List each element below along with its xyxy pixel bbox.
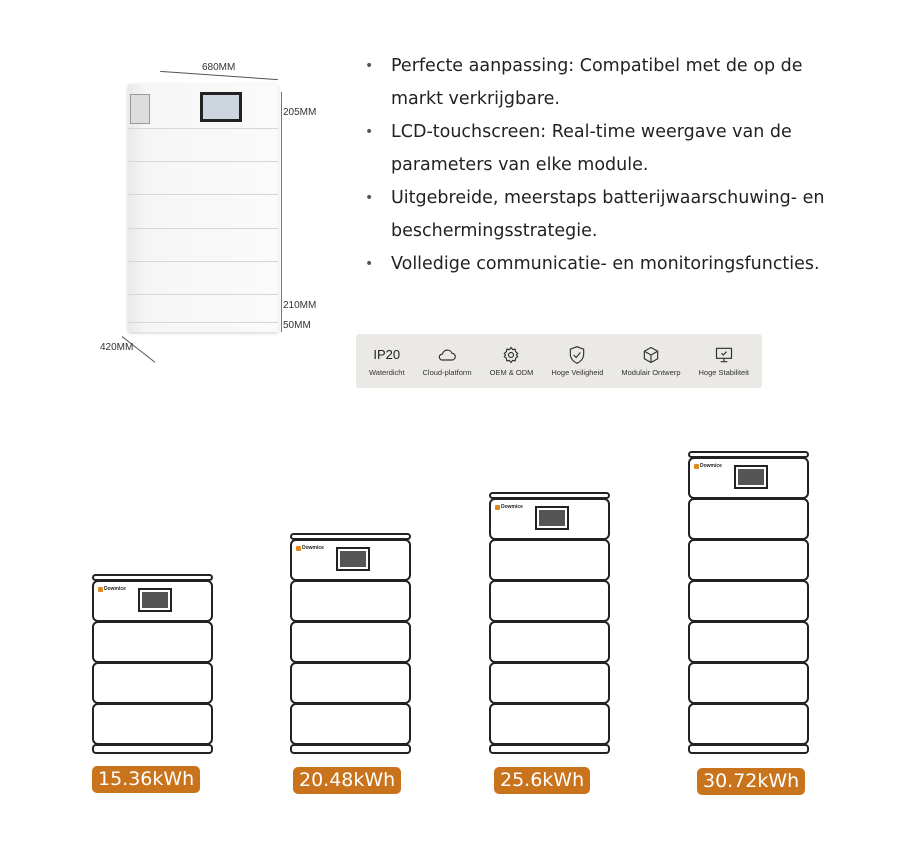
badge-safety: Hoge Veiligheid xyxy=(551,345,603,377)
battery-module xyxy=(489,703,610,745)
feature-item: LCD-touchscreen: Real-time weergave van … xyxy=(365,116,845,182)
cloud-icon xyxy=(438,349,456,361)
cube-icon xyxy=(643,346,659,364)
battery-module xyxy=(489,539,610,581)
badge-oem: OEM & ODM xyxy=(490,345,533,377)
battery-stack: Dowmice xyxy=(290,533,411,754)
base xyxy=(290,744,411,754)
base xyxy=(489,744,610,754)
battery-module xyxy=(92,703,213,745)
battery-module xyxy=(688,662,809,704)
battery-module xyxy=(290,580,411,622)
battery-module xyxy=(290,662,411,704)
battery-module xyxy=(92,662,213,704)
feature-list: Perfecte aanpassing: Compatibel met de o… xyxy=(365,50,845,281)
control-module: Dowmice xyxy=(290,539,411,581)
module-height-label: 210MM xyxy=(283,300,317,311)
shield-check-icon xyxy=(570,346,585,364)
battery-module xyxy=(688,580,809,622)
monitor-check-icon xyxy=(715,347,732,363)
gear-icon xyxy=(504,346,519,364)
battery-module xyxy=(290,703,411,745)
battery-module xyxy=(688,621,809,663)
battery-stack: Dowmice xyxy=(688,451,809,754)
top-module-height-label: 205MM xyxy=(283,107,317,118)
battery-stack: Dowmice xyxy=(489,492,610,754)
battery-module xyxy=(92,621,213,663)
feature-item: Volledige communicatie- en monitoringsfu… xyxy=(365,248,845,281)
height-dimension-line xyxy=(281,92,282,332)
capacity-label: 15.36kWh xyxy=(92,766,201,793)
brand-logo: Dowmice xyxy=(495,504,523,510)
battery-module xyxy=(290,621,411,663)
depth-label: 420MM xyxy=(100,342,134,353)
base xyxy=(688,744,809,754)
badge-stability: Hoge Stabiliteit xyxy=(699,345,749,377)
badge-cloud: Cloud-platform xyxy=(422,345,472,377)
base-height-label: 50MM xyxy=(283,320,311,331)
lcd-screen xyxy=(336,547,370,571)
capacity-label: 25.6kWh xyxy=(494,767,591,795)
battery-module xyxy=(489,580,610,622)
brand-logo: Dowmice xyxy=(296,545,324,551)
feature-item: Uitgebreide, meerstaps batterijwaarschuw… xyxy=(365,182,845,248)
feature-item: Perfecte aanpassing: Compatibel met de o… xyxy=(365,50,845,116)
battery-module xyxy=(688,539,809,581)
brand-logo: Dowmice xyxy=(694,463,722,469)
lcd-screen xyxy=(200,92,242,122)
width-label: 680MM xyxy=(202,62,236,73)
battery-module xyxy=(489,662,610,704)
lcd-screen xyxy=(535,506,569,530)
battery-module xyxy=(688,703,809,745)
capacity-label: 20.48kWh xyxy=(293,766,402,794)
battery-module xyxy=(489,621,610,663)
port-panel xyxy=(130,94,150,124)
lcd-screen xyxy=(734,465,768,489)
lcd-screen xyxy=(138,588,172,612)
capacity-label: 30.72kWh xyxy=(697,768,806,796)
control-module: Dowmice xyxy=(688,457,809,499)
control-module: Dowmice xyxy=(489,498,610,540)
battery-module xyxy=(688,498,809,540)
base xyxy=(92,744,213,754)
battery-cabinet xyxy=(128,84,278,332)
battery-stack: Dowmice xyxy=(92,574,213,754)
badge-modular: Modulair Ontwerp xyxy=(621,345,681,377)
control-module: Dowmice xyxy=(92,580,213,622)
brand-logo: Dowmice xyxy=(98,586,126,592)
